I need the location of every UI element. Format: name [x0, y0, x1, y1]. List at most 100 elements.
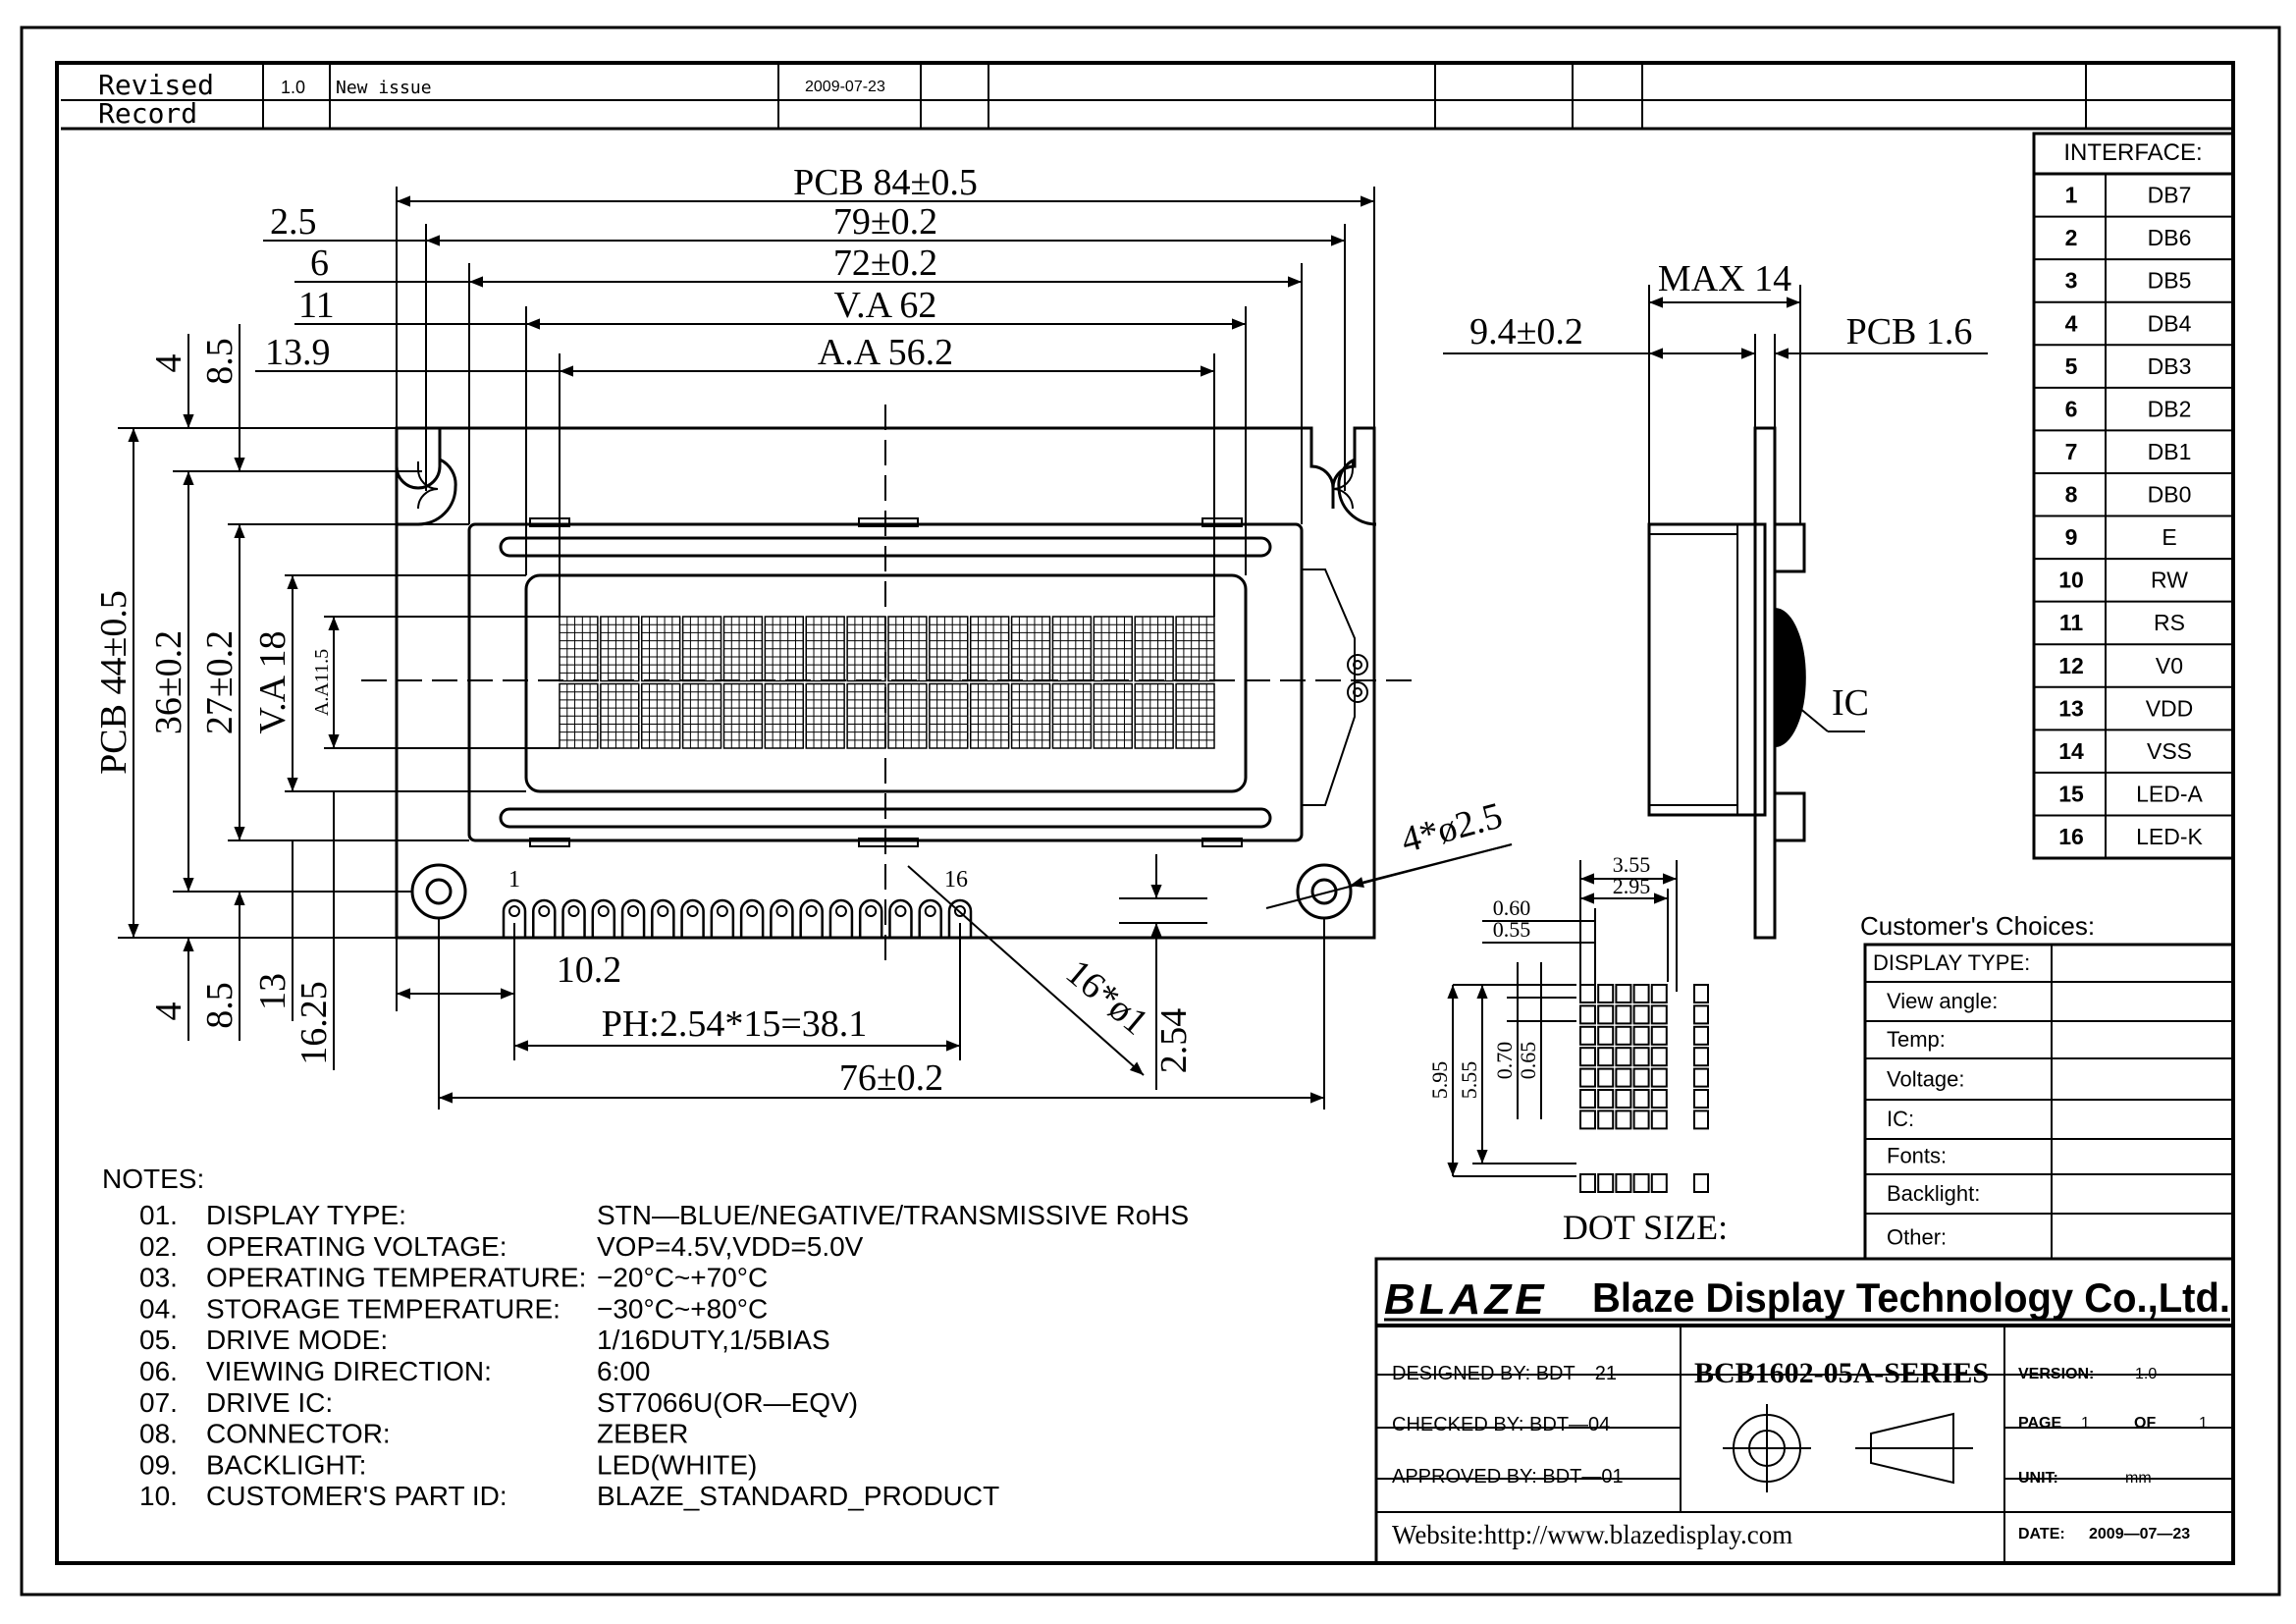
- character-cell: [1010, 682, 1051, 749]
- company-logo: BLAZE: [1384, 1275, 1548, 1324]
- pin-number: 1: [2065, 183, 2078, 208]
- customer-choice-label: IC:: [1887, 1107, 1914, 1131]
- dim-va-width: V.A 62: [834, 285, 937, 326]
- dot: [1650, 1110, 1668, 1130]
- connector-pin: [591, 898, 616, 938]
- outer-frame: [20, 26, 2281, 1597]
- dot: [1650, 1004, 1668, 1025]
- dim-0-55: 0.55: [1493, 917, 1531, 942]
- note-item: 09.BACKLIGHT:LED(WHITE): [139, 1449, 757, 1480]
- character-cell: [846, 682, 886, 749]
- dim-max-14: MAX 14: [1658, 258, 1791, 299]
- note-item: 07.DRIVE IC:ST7066U(OR—EQV): [139, 1387, 858, 1418]
- cursor-dot: [1597, 1173, 1615, 1193]
- dim-aa-width: A.A 56.2: [818, 332, 953, 373]
- note-number: 03.: [139, 1263, 178, 1293]
- dot: [1615, 984, 1632, 1003]
- note-item: 08.CONNECTOR:ZEBER: [139, 1419, 688, 1449]
- customer-choices: Customer's Choices: DISPLAY TYPE:View an…: [1860, 911, 2235, 1261]
- dot: [1579, 1110, 1596, 1130]
- dim-2-5: 2.5: [270, 201, 317, 243]
- dimensions-vertical-left: PCB 44±0.5 36±0.2 27±0.2 V.A 18 A.A11.5 …: [93, 324, 560, 1070]
- note-value: BLAZE_STANDARD_PRODUCT: [597, 1481, 999, 1511]
- character-cell: [846, 616, 886, 682]
- note-label: DISPLAY TYPE:: [206, 1200, 406, 1230]
- note-label: DRIVE IC:: [206, 1387, 333, 1418]
- notes-title: NOTES:: [102, 1164, 204, 1194]
- version-value: 1.0: [2135, 1366, 2157, 1382]
- dot: [1597, 1004, 1615, 1025]
- dim-4-top: 4: [148, 354, 189, 373]
- note-number: 01.: [139, 1200, 178, 1230]
- dim-11: 11: [298, 285, 335, 326]
- dim-pin-holes: 16*ø1: [1058, 951, 1156, 1043]
- character-cell: [559, 616, 599, 682]
- dim-0-65: 0.65: [1516, 1042, 1540, 1080]
- note-number: 10.: [139, 1481, 178, 1511]
- character-cell: [1134, 616, 1174, 682]
- revised-record-label-2: Record: [98, 97, 197, 130]
- dim-13-9: 13.9: [265, 332, 331, 373]
- note-value: VOP=4.5V,VDD=5.0V: [597, 1231, 864, 1262]
- character-cell: [1134, 682, 1174, 749]
- note-number: 06.: [139, 1356, 178, 1386]
- dot: [1693, 1110, 1709, 1130]
- revision-description: New issue: [336, 78, 432, 98]
- connector-pin: [770, 898, 794, 938]
- character-cell: [641, 616, 681, 682]
- pin-number: 4: [2065, 310, 2078, 336]
- revision-version: 1.0: [281, 78, 305, 97]
- character-cell: [681, 616, 722, 682]
- dot: [1693, 1004, 1709, 1025]
- cursor-dot: [1650, 1173, 1668, 1193]
- dim-4-bottom: 4: [148, 1002, 189, 1021]
- character-cell: [764, 616, 804, 682]
- notes: NOTES: 01. DISPLAY TYPE: STN—BLUE/NEGATIVE…: [102, 1164, 1189, 1511]
- note-label: OPERATING VOLTAGE:: [206, 1231, 507, 1262]
- dot: [1632, 1004, 1650, 1025]
- dim-6: 6: [310, 243, 329, 284]
- dot: [1693, 984, 1709, 1003]
- side-view: MAX 14 9.4±0.2 PCB 1.6 IC: [1443, 258, 1988, 940]
- pin-number: 2: [2065, 225, 2078, 250]
- note-label: BACKLIGHT:: [206, 1449, 366, 1480]
- dot: [1650, 1025, 1668, 1046]
- pin-number: 9: [2065, 524, 2078, 550]
- dot: [1579, 1089, 1596, 1109]
- pin-name: RW: [2151, 568, 2188, 593]
- pin-number: 13: [2058, 695, 2084, 721]
- note-number: 09.: [139, 1449, 178, 1480]
- dim-pitch: PH:2.54*15=38.1: [602, 1003, 868, 1045]
- connector-pin: [680, 898, 705, 938]
- customer-choice-label: Backlight:: [1887, 1181, 1980, 1206]
- cursor-dot: [1693, 1173, 1709, 1193]
- character-cell: [970, 616, 1010, 682]
- dot-size-title: DOT SIZE:: [1563, 1208, 1728, 1247]
- note-value: STN—BLUE/NEGATIVE/TRANSMISSIVE RoHS: [597, 1200, 1189, 1230]
- dot: [1632, 1089, 1650, 1109]
- dot: [1650, 1089, 1668, 1109]
- note-item: 03.OPERATING TEMPERATURE:−20°C~+70°C: [139, 1263, 768, 1293]
- pin-name: DB1: [2148, 439, 2192, 464]
- dot-grid: [1579, 984, 1709, 1193]
- note-number: 08.: [139, 1419, 178, 1449]
- dot: [1597, 1025, 1615, 1046]
- pages-value: 1: [2199, 1415, 2208, 1432]
- dot: [1597, 1110, 1615, 1130]
- pin-number: 15: [2058, 781, 2084, 806]
- customer-choice-label: Other:: [1887, 1224, 1947, 1249]
- customer-choice-label: DISPLAY TYPE:: [1873, 950, 2030, 975]
- character-dot-matrix: [559, 616, 1215, 749]
- character-cell: [970, 682, 1010, 749]
